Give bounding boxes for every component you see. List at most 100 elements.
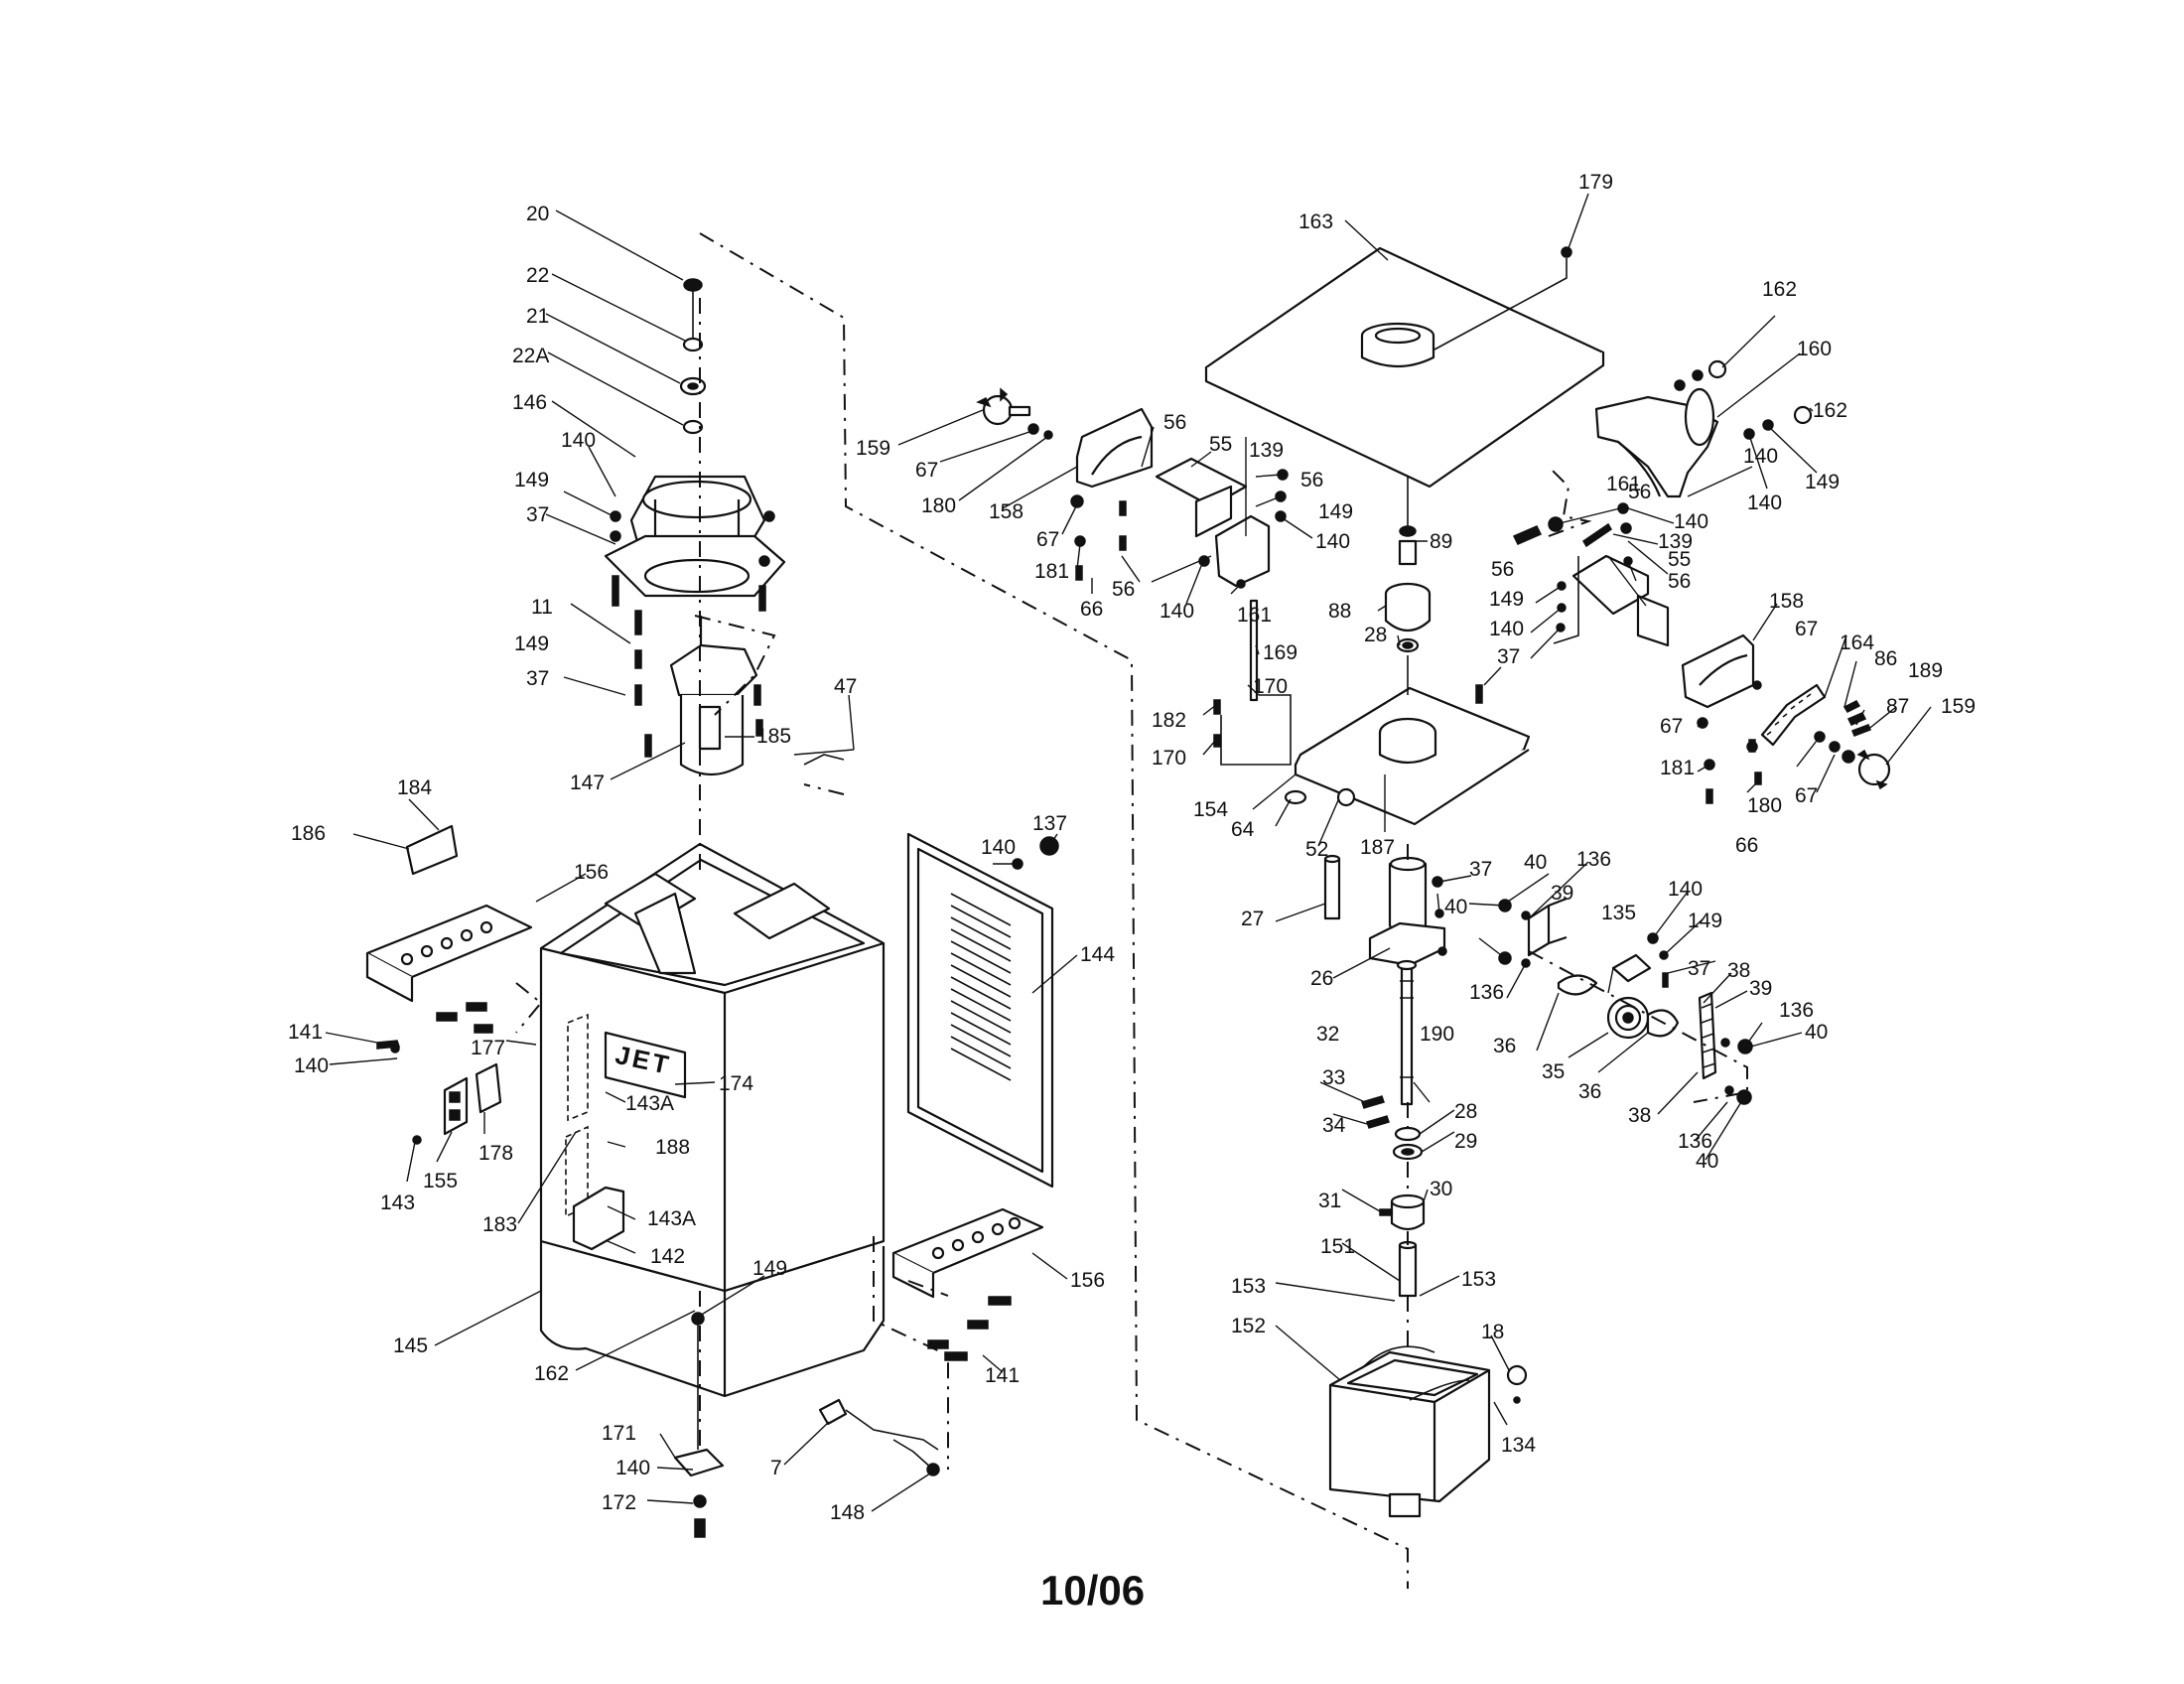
label-161-b: 161 (1606, 473, 1641, 495)
label-179: 179 (1578, 171, 1613, 194)
trunnion-right (1681, 633, 1871, 804)
label-152: 152 (1231, 1315, 1266, 1337)
top-bearing-stack (679, 278, 707, 435)
label-136-d: 136 (1678, 1130, 1712, 1153)
label-159-a: 159 (856, 437, 890, 460)
pin-guide-line (1220, 694, 1292, 766)
trunnion-shaft-left (1155, 457, 1248, 538)
label-11: 11 (531, 596, 553, 619)
label-40-b: 40 (1805, 1021, 1828, 1044)
motor-cord (793, 749, 855, 766)
label-139-a: 139 (1249, 439, 1284, 462)
label-140-a: 140 (561, 429, 596, 452)
label-149-g: 149 (1688, 910, 1722, 932)
label-170-b: 170 (1152, 747, 1186, 770)
label-35: 35 (1542, 1060, 1565, 1083)
label-33: 33 (1322, 1066, 1345, 1089)
label-66-a: 66 (1080, 598, 1103, 621)
label-149-a: 149 (514, 469, 549, 491)
label-89: 89 (1430, 530, 1452, 553)
label-161-a: 161 (1237, 604, 1272, 627)
cabinet-door (906, 832, 1059, 1189)
label-155: 155 (423, 1170, 458, 1193)
label-181-b: 181 (1660, 757, 1695, 779)
label-31: 31 (1318, 1190, 1341, 1212)
label-64: 64 (1231, 818, 1255, 841)
label-37-b: 37 (526, 667, 549, 690)
label-158-b: 158 (1769, 590, 1804, 613)
label-185: 185 (756, 725, 791, 748)
label-140-k: 140 (1668, 878, 1703, 901)
label-149-d: 149 (1318, 500, 1353, 523)
lower-bearing (1392, 1126, 1424, 1161)
label-140-b: 140 (294, 1054, 329, 1077)
label-36-a: 36 (1493, 1035, 1516, 1057)
label-158-a: 158 (989, 500, 1024, 523)
label-27: 27 (1241, 908, 1264, 930)
door-vent-slots (950, 893, 1012, 1081)
knob-right (1856, 749, 1891, 790)
label-28-a: 28 (1364, 624, 1387, 646)
label-189: 189 (1908, 659, 1943, 682)
label-140-d: 140 (615, 1457, 650, 1479)
label-162-b: 162 (1762, 278, 1797, 301)
label-56-f: 56 (1668, 570, 1691, 593)
label-159-b: 159 (1941, 695, 1976, 718)
switch-bracket-left (365, 904, 533, 1034)
label-37-c: 37 (1497, 645, 1520, 668)
label-36-b: 36 (1578, 1080, 1601, 1103)
label-55-a: 55 (1209, 433, 1232, 456)
label-56-a: 56 (1163, 411, 1186, 434)
base-plate (1284, 686, 1531, 826)
label-7: 7 (770, 1457, 782, 1479)
label-180-a: 180 (921, 494, 956, 517)
label-162-c: 162 (1813, 399, 1847, 422)
power-cord (818, 1398, 940, 1476)
support-bracket-right (1512, 502, 1670, 647)
label-37-a: 37 (526, 503, 549, 526)
label-56-d: 56 (1628, 481, 1651, 503)
label-38-a: 38 (1727, 959, 1750, 982)
label-153-a: 153 (1231, 1275, 1266, 1298)
label-146: 146 (512, 391, 547, 414)
callout-labels: 20 22 21 22A 146 140 149 37 11 149 37 14… (288, 171, 1976, 1524)
label-162-a: 162 (534, 1362, 569, 1385)
switch-assembly (376, 1040, 502, 1145)
label-32: 32 (1316, 1023, 1339, 1046)
idler-pulley-stack (1384, 477, 1432, 695)
warning-decal (405, 824, 459, 876)
label-140-f: 140 (1160, 600, 1194, 623)
label-140-h: 140 (1743, 445, 1778, 468)
label-172: 172 (602, 1491, 636, 1514)
label-164: 164 (1840, 632, 1874, 654)
label-67-b: 67 (1036, 528, 1059, 551)
label-148: 148 (830, 1501, 865, 1524)
switch-bracket-right (891, 1207, 1044, 1361)
label-88: 88 (1328, 600, 1351, 623)
label-141-a: 141 (288, 1021, 323, 1044)
label-37-d: 37 (1469, 858, 1492, 881)
label-169: 169 (1263, 641, 1297, 664)
label-139-b: 139 (1658, 530, 1693, 553)
label-135: 135 (1601, 902, 1636, 924)
label-141-b: 141 (985, 1364, 1020, 1387)
sanding-table (1204, 246, 1605, 489)
label-140-g: 140 (1747, 491, 1782, 514)
label-174: 174 (719, 1072, 753, 1095)
label-160: 160 (1797, 338, 1832, 360)
label-26: 26 (1310, 967, 1333, 990)
label-145: 145 (393, 1334, 428, 1357)
label-66-b: 66 (1735, 834, 1758, 857)
label-40-a: 40 (1524, 851, 1547, 874)
label-156-a: 156 (574, 861, 609, 884)
label-30: 30 (1430, 1178, 1452, 1200)
label-137: 137 (1032, 812, 1067, 835)
label-149-c: 149 (752, 1257, 787, 1280)
label-163: 163 (1298, 210, 1333, 233)
label-184: 184 (397, 776, 432, 799)
label-21: 21 (526, 305, 549, 328)
label-170-a: 170 (1253, 675, 1288, 698)
leader-lines (325, 193, 1932, 1512)
label-147: 147 (570, 772, 605, 794)
